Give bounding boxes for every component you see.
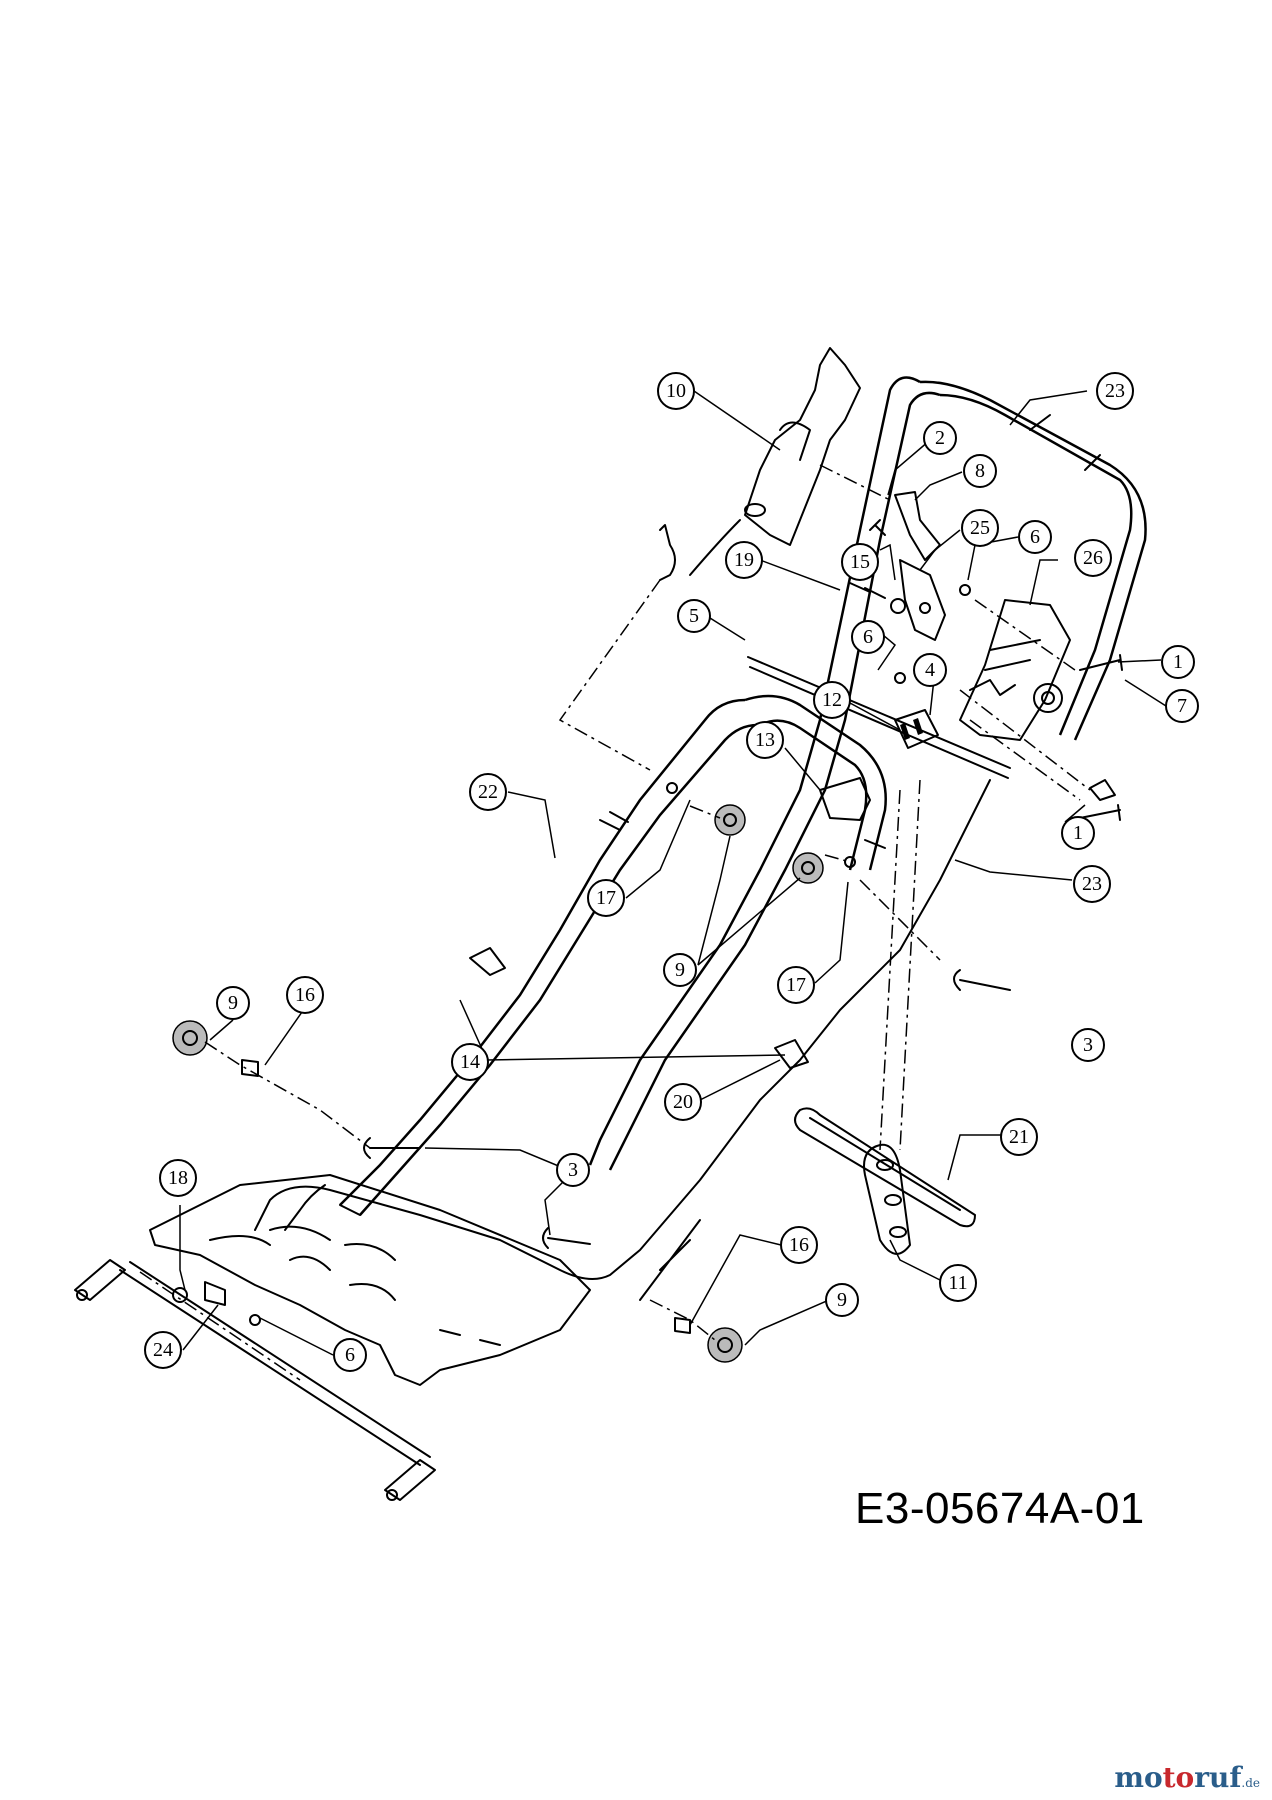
svg-text:6: 6 — [863, 626, 873, 648]
knob-9-d — [707, 1327, 743, 1363]
svg-text:9: 9 — [837, 1289, 847, 1311]
svg-text:26: 26 — [1083, 547, 1103, 569]
bail-lever — [894, 491, 946, 641]
svg-text:4: 4 — [925, 659, 935, 681]
svg-text:21: 21 — [1009, 1126, 1029, 1148]
callout-4: 4 — [913, 653, 947, 687]
svg-text:11: 11 — [948, 1272, 967, 1294]
callout-7: 7 — [1165, 689, 1199, 723]
knob-9-c — [172, 1020, 208, 1056]
svg-text:2: 2 — [935, 427, 945, 449]
watermark-part-1: mo — [1114, 1761, 1163, 1794]
callout-9-low: 9 — [825, 1283, 859, 1317]
callout-10: 10 — [657, 372, 695, 410]
svg-text:18: 18 — [168, 1167, 188, 1189]
svg-text:23: 23 — [1105, 380, 1125, 402]
knob-9-a — [714, 804, 746, 836]
callout-16-left: 16 — [286, 976, 324, 1014]
switch-block — [819, 709, 939, 821]
callout-8: 8 — [963, 454, 997, 488]
callout-1-right: 1 — [1161, 645, 1195, 679]
svg-text:3: 3 — [1083, 1034, 1093, 1056]
callout-5: 5 — [677, 599, 711, 633]
svg-text:24: 24 — [153, 1339, 173, 1361]
callout-26: 26 — [1074, 539, 1112, 577]
callout-9-left: 9 — [216, 986, 250, 1020]
drawing-code: E3-05674A-01 — [855, 1484, 1145, 1533]
control-housing — [744, 347, 861, 546]
callout-15: 15 — [841, 543, 879, 581]
shift-plate — [959, 599, 1071, 741]
svg-text:17: 17 — [786, 974, 806, 996]
leader-lines — [179, 390, 1167, 1356]
upper-handle — [588, 376, 1147, 1171]
deck-plate — [149, 1174, 591, 1386]
callout-14: 14 — [451, 1043, 489, 1081]
watermark-part-3: ruf — [1194, 1761, 1242, 1794]
callout-11: 11 — [939, 1264, 977, 1302]
callout-17-left: 17 — [587, 879, 625, 917]
lower-handle — [284, 694, 887, 1231]
callout-6-low: 6 — [333, 1338, 367, 1372]
svg-text:20: 20 — [673, 1091, 693, 1113]
callout-18: 18 — [159, 1159, 197, 1197]
svg-text:1: 1 — [1073, 822, 1083, 844]
svg-text:9: 9 — [675, 959, 685, 981]
svg-text:5: 5 — [689, 605, 699, 627]
watermark-part-2: to — [1162, 1761, 1195, 1794]
callout-22: 22 — [469, 773, 507, 811]
callout-1-low: 1 — [1061, 816, 1095, 850]
callout-6-mid: 6 — [851, 620, 885, 654]
callout-21: 21 — [1000, 1118, 1038, 1156]
callout-23-top: 23 — [1096, 372, 1134, 410]
loop-11 — [863, 1143, 911, 1255]
callout-23-mid: 23 — [1073, 865, 1111, 903]
callout-12: 12 — [813, 681, 851, 719]
callout-2: 2 — [923, 421, 957, 455]
svg-text:16: 16 — [295, 984, 315, 1006]
svg-text:3: 3 — [568, 1159, 578, 1181]
watermark-logo: motoruf.de — [1114, 1761, 1260, 1794]
callout-19: 19 — [725, 541, 763, 579]
svg-text:10: 10 — [666, 380, 686, 402]
callout-6-top: 6 — [1018, 520, 1052, 554]
svg-text:9: 9 — [228, 992, 238, 1014]
callout-3-right: 3 — [1071, 1028, 1105, 1062]
callout-17-right: 17 — [777, 966, 815, 1004]
svg-text:14: 14 — [460, 1051, 480, 1073]
svg-text:1: 1 — [1173, 651, 1183, 673]
watermark-suffix: .de — [1241, 1776, 1260, 1790]
svg-text:13: 13 — [755, 729, 775, 751]
svg-text:12: 12 — [822, 689, 842, 711]
svg-text:6: 6 — [345, 1344, 355, 1366]
svg-text:7: 7 — [1177, 695, 1187, 717]
knob-9-b — [792, 852, 824, 884]
svg-text:22: 22 — [478, 781, 498, 803]
svg-text:8: 8 — [975, 460, 985, 482]
callout-13: 13 — [746, 721, 784, 759]
svg-text:17: 17 — [596, 887, 616, 909]
svg-text:15: 15 — [850, 551, 870, 573]
svg-text:23: 23 — [1082, 873, 1102, 895]
callout-9-mid: 9 — [663, 953, 697, 987]
grip-21 — [794, 1107, 976, 1228]
callout-3-left: 3 — [556, 1153, 590, 1187]
linkage-rod — [74, 1259, 436, 1501]
callout-25: 25 — [961, 509, 999, 547]
svg-text:19: 19 — [734, 549, 754, 571]
callout-16-right: 16 — [780, 1226, 818, 1264]
svg-text:16: 16 — [789, 1234, 809, 1256]
svg-text:25: 25 — [970, 517, 990, 539]
callout-20: 20 — [664, 1083, 702, 1121]
callout-24: 24 — [144, 1331, 182, 1369]
svg-text:6: 6 — [1030, 526, 1040, 548]
